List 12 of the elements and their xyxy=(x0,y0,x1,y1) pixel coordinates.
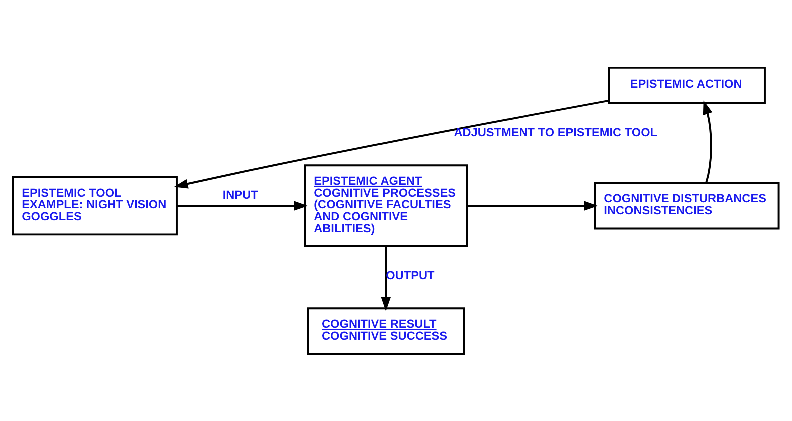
arrow xyxy=(703,100,713,184)
arrow xyxy=(381,246,391,311)
node-box: EPISTEMIC ACTION xyxy=(608,66,766,104)
node-box: COGNITIVE RESULT COGNITIVE SUCCESS xyxy=(307,307,466,355)
arrow xyxy=(174,99,609,188)
node-box: COGNITIVE DISTURBANCES INCONSISTENCIES xyxy=(594,182,780,230)
node-box: EPISTEMIC TOOL EXAMPLE: NIGHT VISION GOGGLES xyxy=(12,176,178,236)
edge-label: INPUT xyxy=(222,187,258,202)
node-box: EPISTEMIC AGENT COGNITIVE PROCESSES (COGNITIVE FACULTIES AND COGNITIVE ABILITIES) xyxy=(304,164,468,247)
edge-label: ADJUSTMENT TO EPISTEMIC TOOL xyxy=(454,125,658,140)
arrow xyxy=(177,200,308,210)
arrow xyxy=(467,200,598,210)
